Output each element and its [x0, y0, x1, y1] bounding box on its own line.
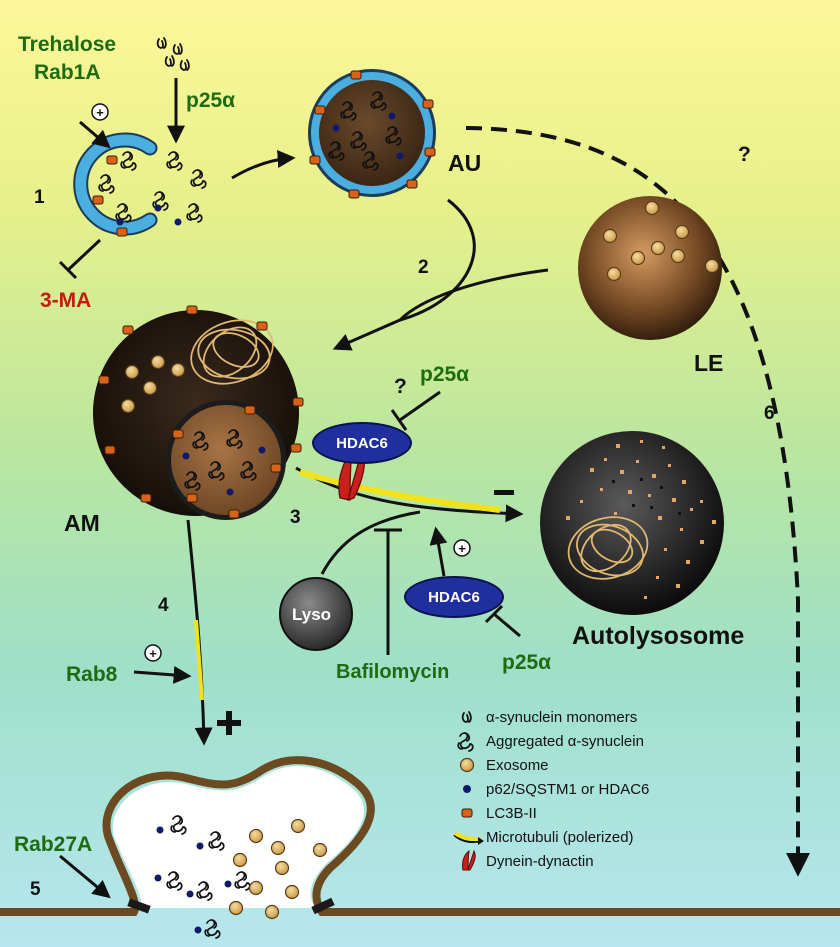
- lyso-fusion-line: [320, 510, 421, 575]
- label-question-mid: ?: [394, 375, 407, 398]
- exosome-icon: [459, 757, 475, 773]
- legend-item: p62/SQSTM1 or HDAC6: [452, 778, 649, 800]
- microtubule-yellow: [299, 469, 501, 513]
- monomer-icon: [461, 711, 472, 723]
- step-6: 6: [764, 403, 775, 424]
- svg-text:+: +: [149, 646, 157, 661]
- plus-circle-icon: +: [144, 644, 162, 662]
- legend-item: α-synuclein monomers: [452, 706, 637, 728]
- legend-label: Aggregated α-synuclein: [486, 732, 644, 750]
- dynein-icon: [462, 850, 476, 871]
- label-lyso: Lyso: [292, 605, 332, 624]
- label-am: AM: [64, 510, 100, 536]
- step-4: 4: [158, 595, 169, 616]
- microtubule-icon: [453, 831, 484, 845]
- svg-text:+: +: [458, 541, 466, 556]
- legend-item: Exosome: [452, 754, 549, 776]
- legend-label: Dynein-dynactin: [486, 852, 594, 870]
- autolysosome: [540, 431, 724, 615]
- legend-label: α-synuclein monomers: [486, 708, 638, 726]
- hdac6-upper-badge: HDAC6: [312, 422, 412, 464]
- step-5: 5: [30, 879, 41, 900]
- lc3b-icon: [461, 808, 473, 818]
- label-au: AU: [448, 150, 482, 176]
- arrow-hdac6-up: [429, 526, 448, 577]
- fusion-line-au: [399, 198, 476, 322]
- arrow-rab27a: [59, 854, 111, 899]
- fusion-line-le: [332, 268, 549, 351]
- membrane-docking: [127, 897, 335, 915]
- label-rab27a: Rab27A: [14, 833, 93, 856]
- label-p25-top: p25α: [186, 89, 236, 112]
- label-3ma: 3-MA: [40, 289, 92, 312]
- legend-item: Aggregated α-synuclein: [452, 730, 644, 752]
- plus-circle-icon: +: [453, 539, 471, 557]
- late-endosome: [578, 196, 722, 340]
- label-p25-bottom: p25α: [502, 651, 552, 674]
- amphisome: [93, 305, 304, 520]
- label-trehalose: Trehalose: [18, 33, 117, 56]
- autophagosome: [308, 69, 436, 199]
- free-aggregates: [152, 151, 207, 226]
- inhibit-bafilomycin: [374, 528, 402, 655]
- step-1: 1: [34, 187, 45, 208]
- arrow-trehalose: [79, 120, 111, 149]
- legend-label: Microtubuli (polerized): [486, 828, 634, 846]
- hdac6-lower-badge: HDAC6: [404, 576, 504, 618]
- inhibit-p25-mid: [390, 390, 441, 431]
- legend-item: LC3B-II: [452, 802, 537, 824]
- inhibit-3ma: [58, 238, 102, 280]
- phagophore: [73, 132, 158, 237]
- svg-text:+: +: [96, 105, 104, 120]
- legend-item: Microtubuli (polerized): [452, 826, 634, 848]
- lysosome: [279, 577, 353, 651]
- aggregate-icon: [457, 732, 474, 752]
- minus-sign-icon: [494, 490, 514, 495]
- legend-item: Dynein-dynactin: [452, 850, 594, 872]
- arrow-to-au: [231, 149, 296, 180]
- label-autolysosome: Autolysosome: [572, 622, 745, 650]
- cell-membrane: [0, 756, 840, 916]
- label-rab8: Rab8: [66, 663, 118, 686]
- p62-dot-icon: [463, 785, 471, 793]
- label-question-top: ?: [738, 143, 751, 166]
- route-4-microtubule: [194, 619, 204, 701]
- legend-label: Exosome: [486, 756, 549, 774]
- inhibit-p25-bottom: [484, 604, 521, 638]
- plus-circle-icon: +: [91, 103, 109, 121]
- legend-label: LC3B-II: [486, 804, 537, 822]
- label-rab1a: Rab1A: [34, 61, 101, 84]
- step-3: 3: [290, 507, 301, 528]
- label-bafilomycin: Bafilomycin: [336, 661, 450, 683]
- monomers-top: [156, 37, 190, 71]
- label-le: LE: [694, 350, 724, 376]
- plus-sign-icon: [217, 711, 241, 735]
- legend-label: p62/SQSTM1 or HDAC6: [486, 780, 650, 798]
- label-p25-mid: p25α: [420, 363, 470, 386]
- step-2: 2: [418, 257, 429, 278]
- arrow-rab8: [133, 665, 192, 684]
